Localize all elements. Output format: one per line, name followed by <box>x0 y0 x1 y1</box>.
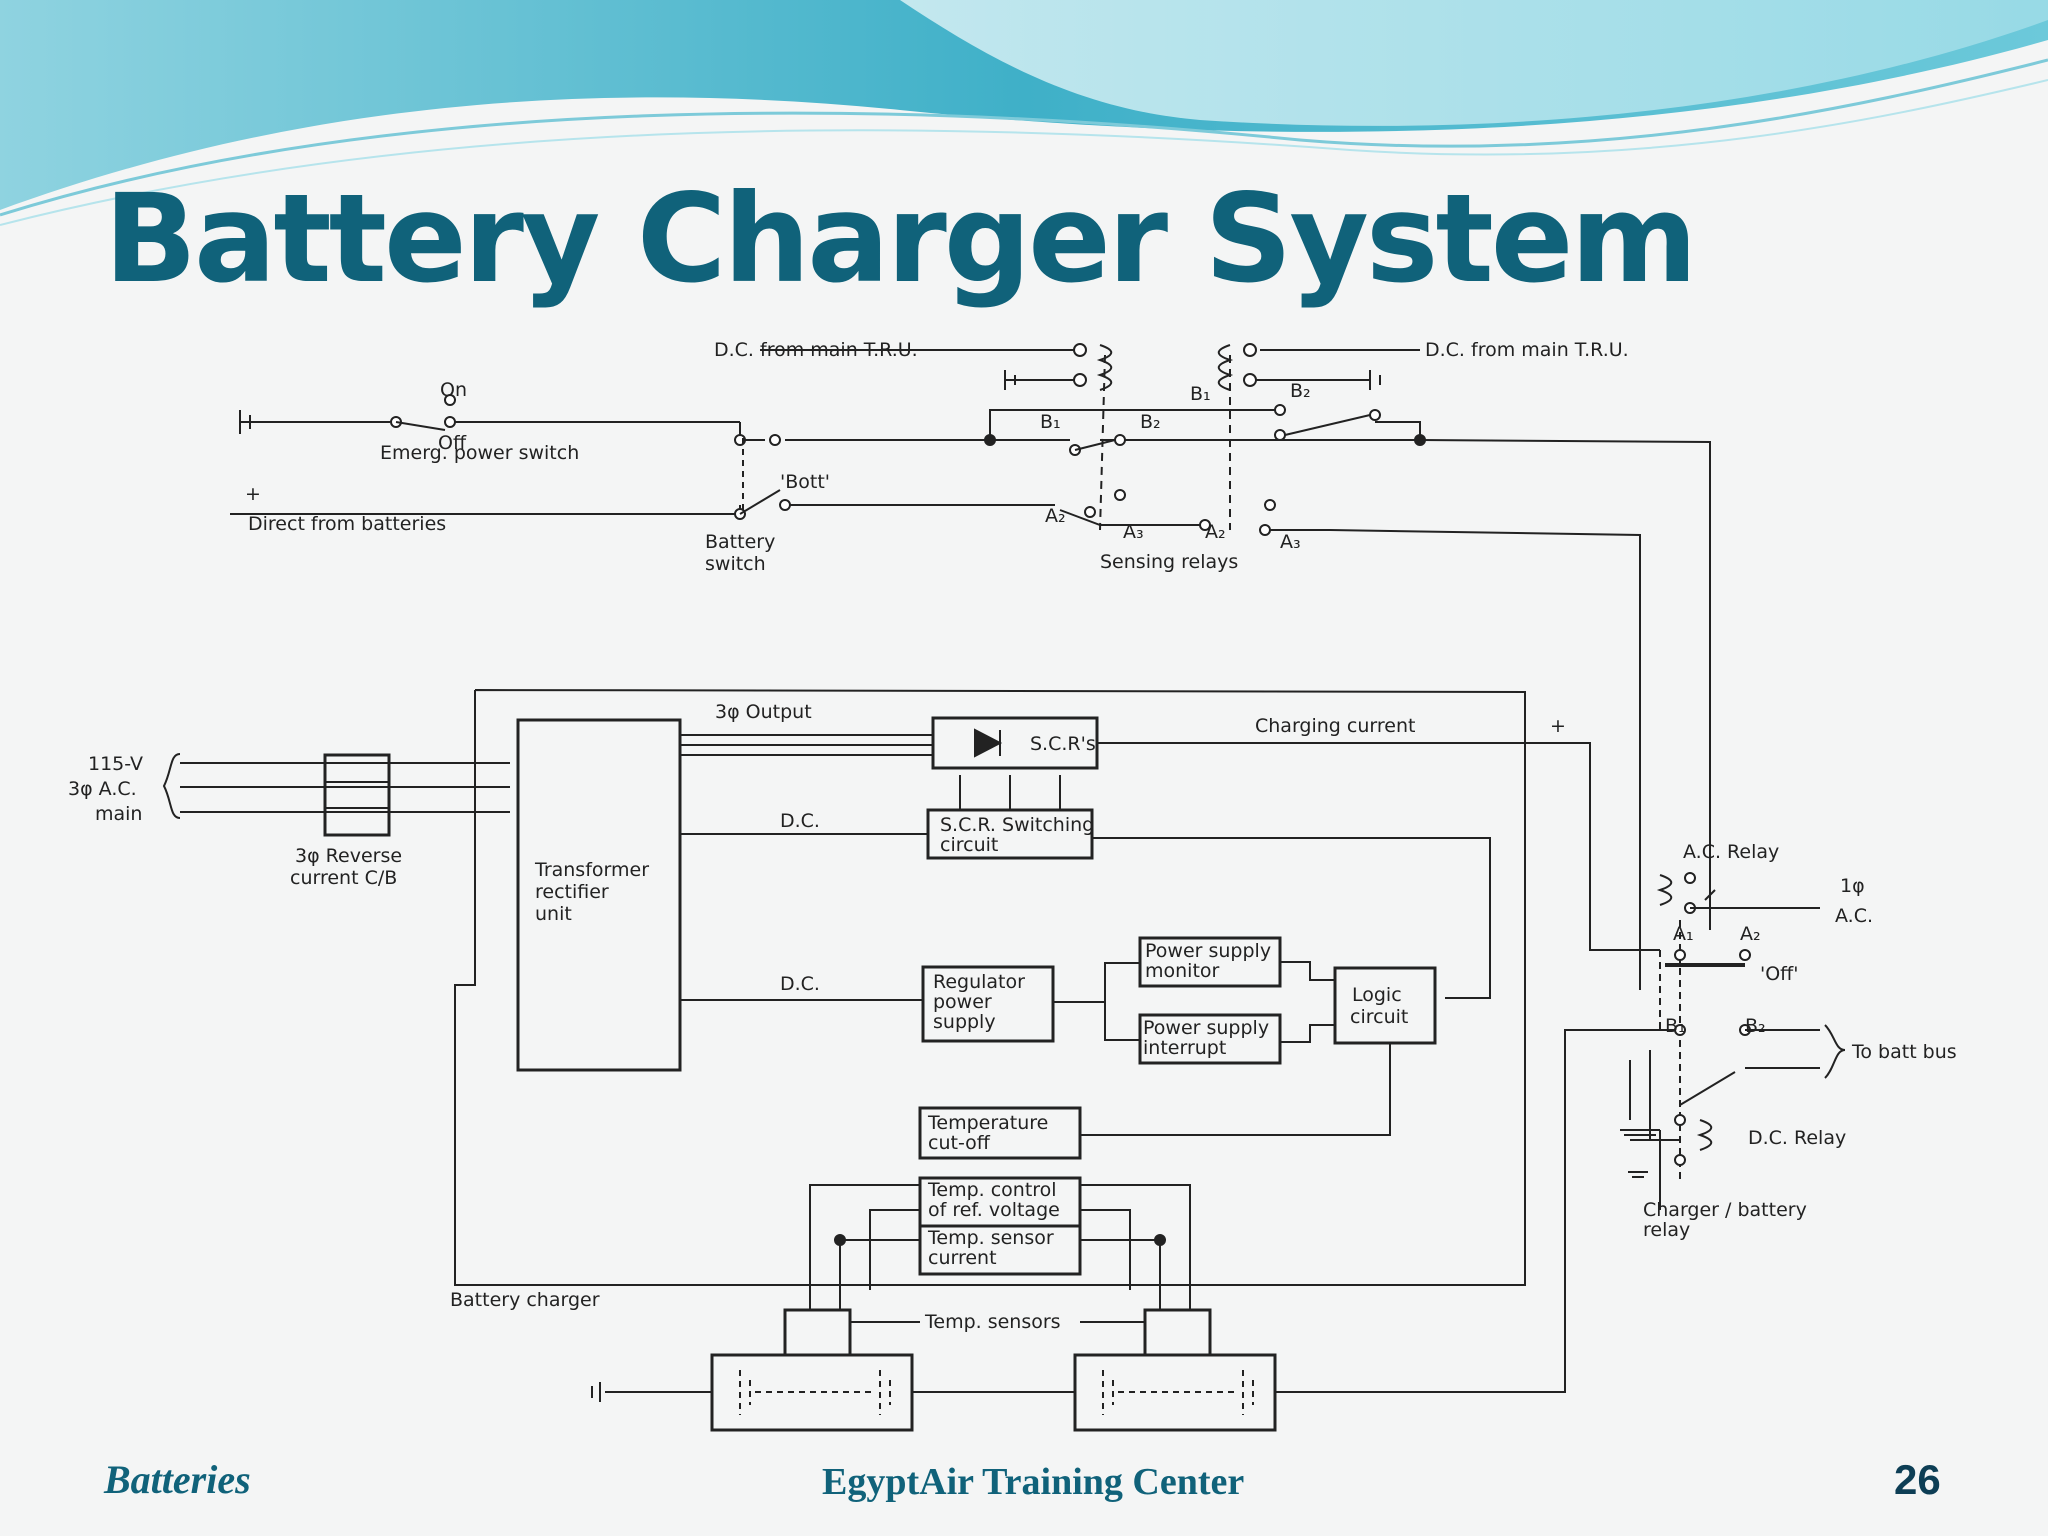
label-dc-1: D.C. <box>780 810 820 832</box>
label-a2-left: A₂ <box>1045 505 1066 527</box>
label-dc-tru-right: D.C. from main T.R.U. <box>1425 339 1629 361</box>
label-temp-sensors: Temp. sensors <box>924 1311 1061 1333</box>
label-a1-relay: A₁ <box>1673 923 1694 945</box>
label-reg-3: supply <box>933 1011 996 1033</box>
psi-box <box>1138 1013 1282 1065</box>
label-dc-relay: D.C. Relay <box>1748 1127 1846 1149</box>
slide-title: Battery Charger System <box>104 168 1698 310</box>
logic-box <box>1333 966 1437 1045</box>
label-b1-top: B₁ <box>1190 383 1211 405</box>
label-tsc-1: Temp. sensor <box>927 1227 1054 1249</box>
label-reverse-cb-2: current C/B <box>290 867 397 889</box>
label-off-relay: 'Off' <box>1760 963 1799 985</box>
label-cb-relay-1: Charger / battery <box>1643 1199 1807 1221</box>
battery-charger-frame <box>454 689 1526 1286</box>
battery-charger-diagram <box>162 343 1846 1432</box>
label-ac-main-3: main <box>95 803 142 825</box>
label-b2-top: B₂ <box>1290 380 1311 402</box>
label-battery-switch-1: Battery <box>705 531 775 553</box>
label-tco-2: cut-off <box>928 1132 991 1154</box>
label-off: Off <box>438 432 467 454</box>
label-tru-1: Transformer <box>534 859 649 881</box>
label-tcr-2: of ref. voltage <box>928 1199 1060 1221</box>
label-bott: 'Bott' <box>780 471 830 493</box>
label-ac-relay: A.C. Relay <box>1683 841 1779 863</box>
label-tru-2: rectifier <box>535 881 609 903</box>
label-tcr-1: Temp. control <box>927 1179 1057 1201</box>
label-to-batt-bus: To batt bus <box>1851 1041 1957 1063</box>
label-b1-mid: B₁ <box>1040 411 1061 433</box>
label-b2-relay: B₂ <box>1745 1015 1766 1037</box>
label-reg-2: power <box>933 991 992 1013</box>
label-psi-2: interrupt <box>1143 1037 1226 1059</box>
label-one-ph-2: A.C. <box>1835 905 1873 927</box>
label-psm-2: monitor <box>1145 960 1220 982</box>
label-plus-batt: + <box>245 483 261 505</box>
label-reverse-cb-1: 3φ Reverse <box>295 845 402 867</box>
label-logic-2: circuit <box>1350 1006 1408 1028</box>
label-cb-relay-2: relay <box>1643 1219 1690 1241</box>
label-a3-left: A₃ <box>1123 521 1144 543</box>
label-dc-tru-left: D.C. from main T.R.U. <box>714 339 918 361</box>
label-b1-relay: B₁ <box>1665 1015 1686 1037</box>
temp-sensor-current-box <box>918 1224 1082 1276</box>
label-psm-1: Power supply <box>1145 940 1271 962</box>
label-battery-switch-2: switch <box>705 553 766 575</box>
label-charging-current: Charging current <box>1255 715 1415 737</box>
label-scr: S.C.R's <box>1030 733 1096 755</box>
label-ac-main-2: 3φ A.C. <box>68 778 137 800</box>
diagram-labels: D.C. from main T.R.U. D.C. from main T.R… <box>68 339 1957 1333</box>
label-output-3ph: 3φ Output <box>715 701 812 723</box>
label-scr-switch-2: circuit <box>940 834 998 856</box>
regulator-box <box>921 965 1055 1043</box>
label-sensing-relays: Sensing relays <box>1100 551 1238 573</box>
label-logic-1: Logic <box>1352 984 1402 1006</box>
label-one-ph-1: 1φ <box>1840 875 1865 897</box>
reverse-cb-box <box>323 753 391 837</box>
label-dc-2: D.C. <box>780 973 820 995</box>
label-scr-switch-1: S.C.R. Switching <box>940 814 1094 836</box>
label-a3-right: A₃ <box>1280 531 1301 553</box>
label-b2-mid: B₂ <box>1140 411 1161 433</box>
label-psi-1: Power supply <box>1143 1017 1269 1039</box>
label-battery-charger: Battery charger <box>450 1289 600 1311</box>
header-wave-decoration <box>0 0 2048 226</box>
label-a2-right: A₂ <box>1205 521 1226 543</box>
page-number: 26 <box>1894 1456 1941 1503</box>
label-reg-1: Regulator <box>933 971 1025 993</box>
label-tsc-2: current <box>928 1247 997 1269</box>
label-emerg-switch: Emerg. power switch <box>380 442 579 464</box>
label-plus-charge: + <box>1550 715 1566 737</box>
label-tco-1: Temperature <box>927 1112 1048 1134</box>
footer-organization: EgyptAir Training Center <box>822 1461 1245 1503</box>
footer-section-label: Batteries <box>104 1457 251 1502</box>
tru-box <box>516 718 682 1072</box>
label-ac-main-1: 115-V <box>88 753 143 775</box>
label-tru-3: unit <box>535 903 572 925</box>
label-a2-relay: A₂ <box>1740 923 1761 945</box>
label-direct-batteries: Direct from batteries <box>248 513 446 535</box>
temp-cutoff-box <box>918 1106 1082 1160</box>
label-on: On <box>440 379 467 401</box>
